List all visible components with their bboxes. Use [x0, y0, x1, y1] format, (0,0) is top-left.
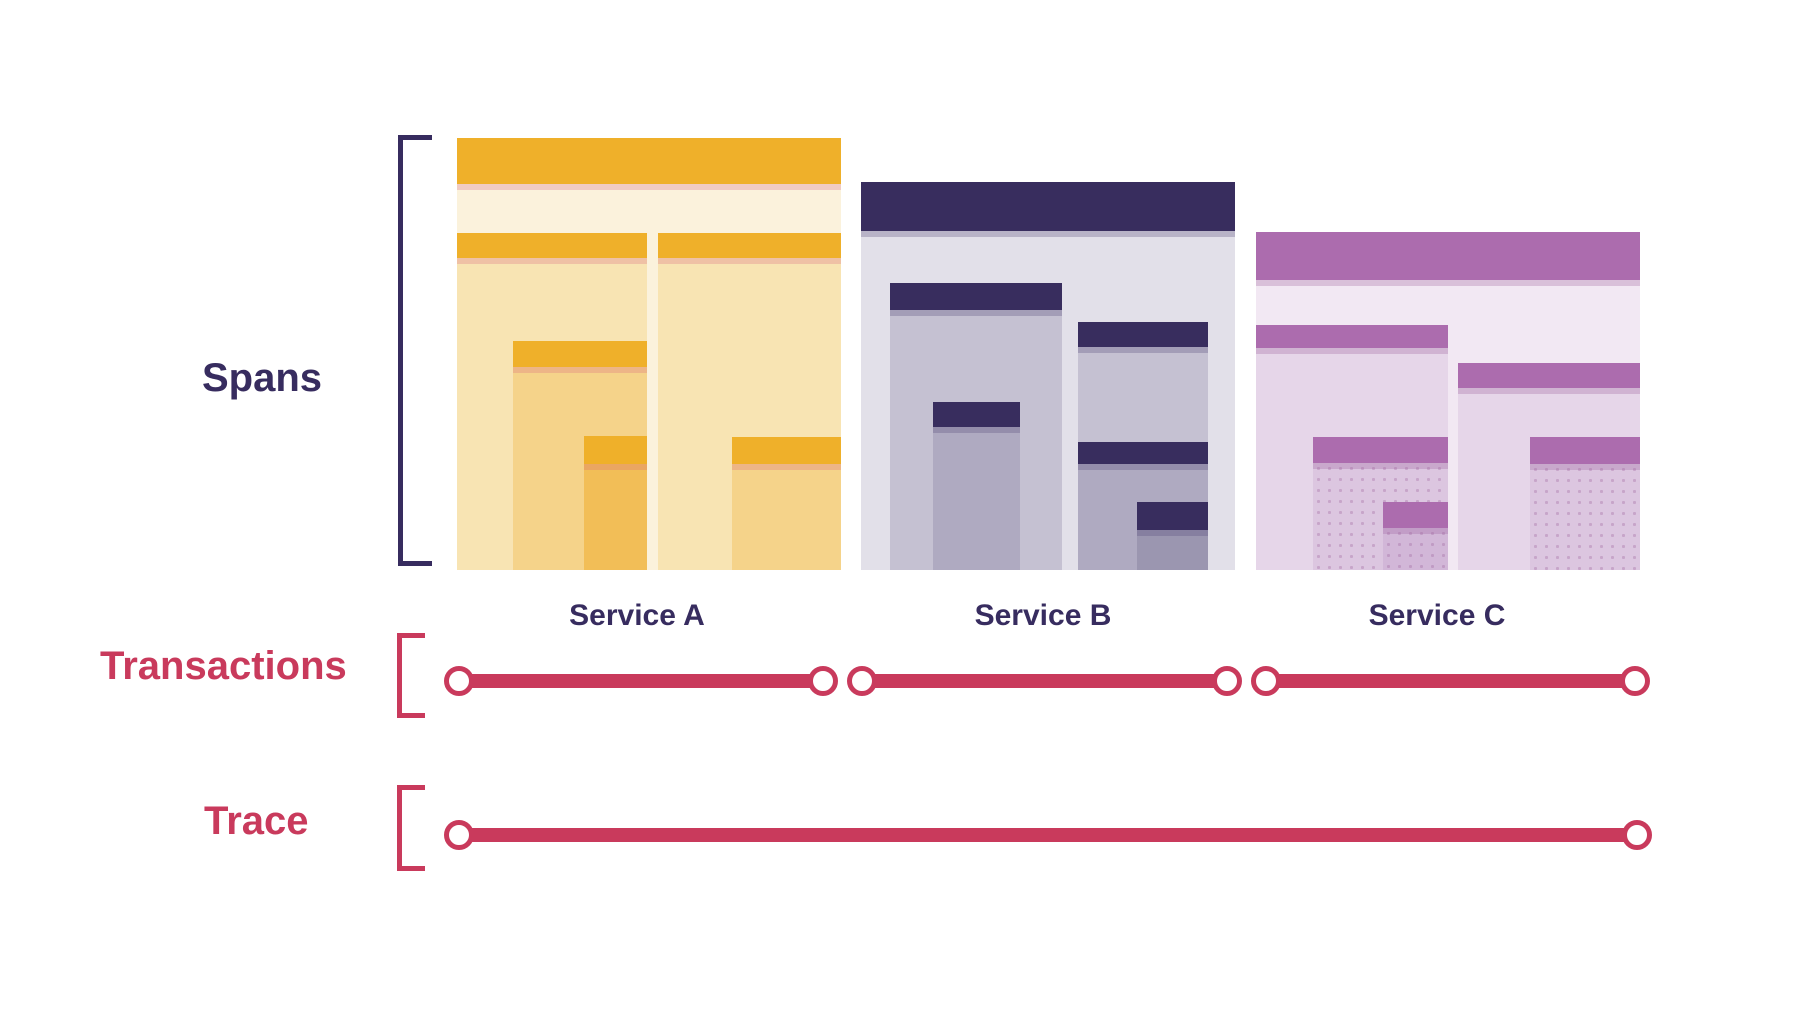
span-bar	[457, 233, 647, 258]
transaction-endpoint	[1251, 666, 1281, 696]
transactions-bracket-stem	[397, 633, 402, 718]
span-bar	[1078, 442, 1208, 464]
span-bar	[1458, 363, 1640, 388]
transactions-label: Transactions	[100, 644, 347, 688]
trace-label: Trace	[204, 799, 309, 843]
spans-bracket-stem	[398, 135, 403, 566]
transaction-line	[862, 674, 1227, 688]
transaction-line	[459, 674, 823, 688]
spans-label: Spans	[202, 356, 323, 400]
span-bar	[933, 402, 1020, 427]
span-background	[732, 464, 841, 570]
service-label: Service A	[569, 599, 705, 632]
trace-endpoint	[444, 820, 474, 850]
span-bar	[513, 341, 647, 367]
transaction-endpoint	[444, 666, 474, 696]
span-bar	[861, 182, 1235, 231]
spans-bracket-top-arm	[398, 135, 432, 140]
span-background	[933, 427, 1020, 570]
span-bar	[658, 233, 841, 258]
service-label: Service C	[1368, 599, 1506, 632]
span-bar	[1383, 502, 1448, 528]
transaction-line	[1266, 674, 1635, 688]
transaction-endpoint	[808, 666, 838, 696]
span-bar	[1078, 322, 1208, 347]
span-bar	[457, 138, 841, 184]
span-bar	[584, 436, 647, 464]
trace-bracket-bottom-arm	[397, 866, 425, 871]
trace-bracket-stem	[397, 785, 402, 871]
span-bar	[1256, 232, 1640, 280]
span-bar	[1313, 437, 1448, 463]
span-bar	[732, 437, 841, 464]
transaction-endpoint	[1212, 666, 1242, 696]
span-bar	[1137, 502, 1208, 530]
trace-bracket-top-arm	[397, 785, 425, 790]
span-background	[1383, 528, 1448, 570]
spans-bracket-bottom-arm	[398, 561, 432, 566]
transactions-bracket-top-arm	[397, 633, 425, 638]
span-bar	[1256, 325, 1448, 348]
transaction-endpoint	[847, 666, 877, 696]
span-background	[1530, 464, 1640, 570]
transaction-endpoint	[1620, 666, 1650, 696]
span-background	[584, 464, 647, 570]
transactions-bracket-bottom-arm	[397, 713, 425, 718]
span-bar	[1530, 437, 1640, 464]
trace-line	[459, 828, 1637, 842]
span-bar	[890, 283, 1062, 310]
trace-endpoint	[1622, 820, 1652, 850]
span-background	[1137, 530, 1208, 570]
service-label: Service B	[974, 599, 1112, 632]
